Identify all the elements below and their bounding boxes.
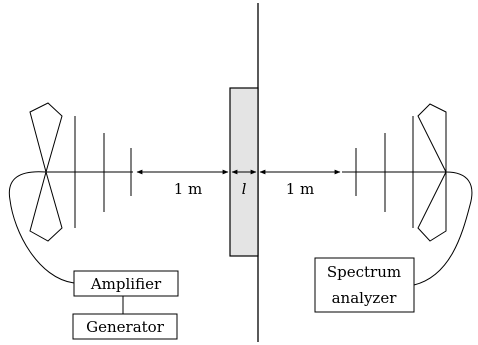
- analyzer-label-line1: Spectrum: [327, 263, 401, 281]
- left-antenna: [29, 102, 133, 242]
- right-cable: [413, 171, 473, 286]
- amplifier-label: Amplifier: [90, 275, 162, 293]
- left-distance-label: 1 m: [174, 180, 203, 198]
- spectrum-analyzer-box: [314, 257, 415, 313]
- right-distance-label: 1 m: [286, 180, 315, 198]
- right-antenna: [342, 103, 447, 242]
- sample-thickness-label: l: [242, 180, 247, 198]
- analyzer-label-line2: analyzer: [332, 289, 398, 307]
- left-cable: [8, 171, 75, 284]
- generator-box: [72, 313, 178, 340]
- amplifier-box: [73, 270, 179, 297]
- generator-label: Generator: [86, 318, 165, 336]
